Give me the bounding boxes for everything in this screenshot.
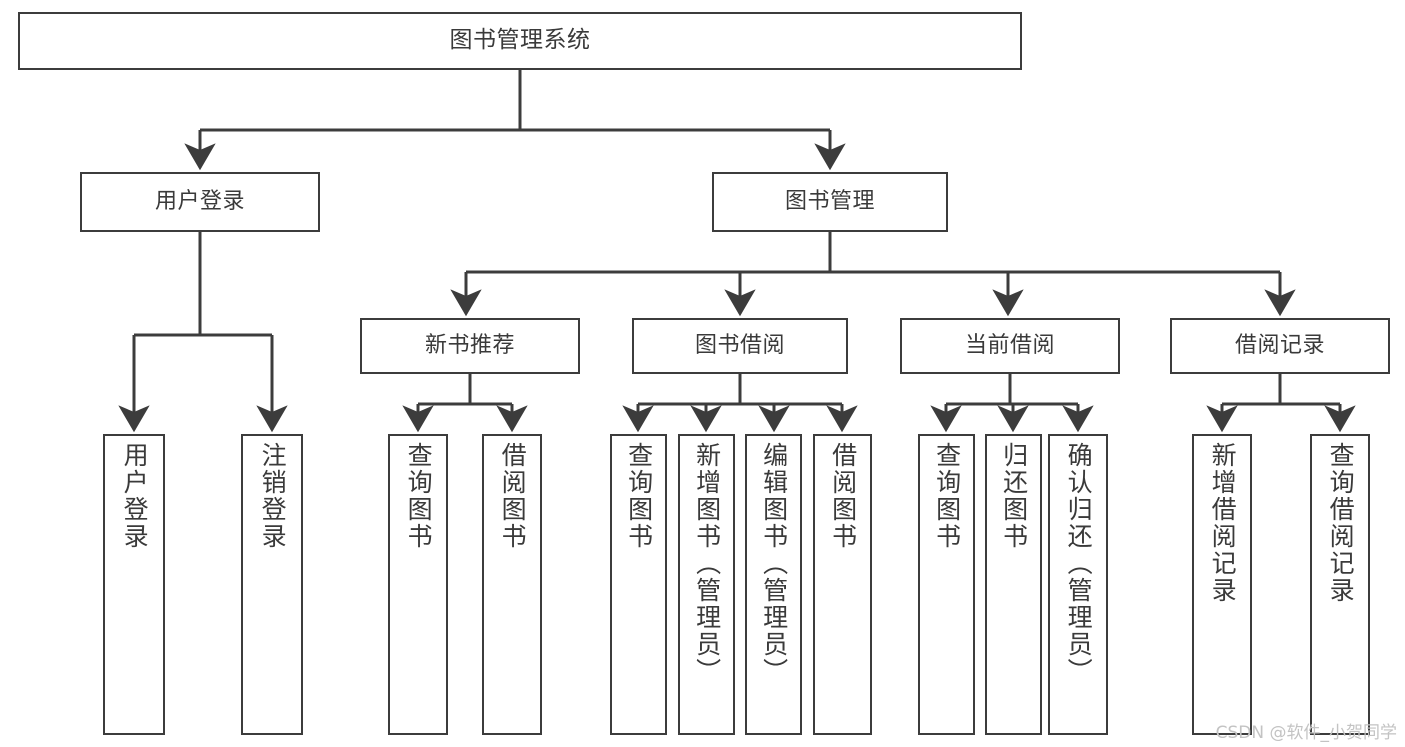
- node-book-manage[interactable]: 图书管理: [712, 172, 948, 232]
- node-leaf-add-book-bb[interactable]: 新增图书（管理员）: [678, 434, 735, 735]
- node-book-borrow-label: 图书借阅: [694, 333, 785, 359]
- node-book-manage-label: 图书管理: [784, 189, 875, 215]
- node-leaf-user-login-label: 用户登录: [120, 442, 150, 550]
- node-leaf-borrow-book-bb[interactable]: 借阅图书: [813, 434, 872, 735]
- node-leaf-query-record-br[interactable]: 查询借阅记录: [1310, 434, 1370, 735]
- node-user-login-label: 用户登录: [154, 189, 245, 215]
- node-leaf-user-logout[interactable]: 注销登录: [241, 434, 303, 735]
- node-leaf-add-record-br[interactable]: 新增借阅记录: [1192, 434, 1252, 735]
- node-leaf-edit-book-bb-label: 编辑图书（管理员）: [759, 442, 789, 685]
- node-leaf-query-book-cb[interactable]: 查询图书: [918, 434, 975, 735]
- node-leaf-user-login[interactable]: 用户登录: [103, 434, 165, 735]
- node-leaf-return-book-cb-label: 归还图书: [999, 442, 1029, 550]
- node-leaf-edit-book-bb[interactable]: 编辑图书（管理员）: [745, 434, 802, 735]
- node-user-login[interactable]: 用户登录: [80, 172, 320, 232]
- node-leaf-query-book-bb[interactable]: 查询图书: [610, 434, 667, 735]
- node-leaf-query-record-br-label: 查询借阅记录: [1326, 442, 1356, 604]
- node-leaf-add-record-br-label: 新增借阅记录: [1208, 442, 1238, 604]
- node-current-borrow-label: 当前借阅: [964, 333, 1055, 359]
- node-new-book-rec-label: 新书推荐: [424, 333, 515, 359]
- node-leaf-return-book-cb[interactable]: 归还图书: [985, 434, 1042, 735]
- node-leaf-confirm-return-cb-label: 确认归还（管理员）: [1064, 442, 1094, 685]
- node-root-label: 图书管理系统: [449, 27, 591, 54]
- node-leaf-query-book-rec[interactable]: 查询图书: [388, 434, 448, 735]
- node-root[interactable]: 图书管理系统: [18, 12, 1022, 70]
- node-new-book-rec[interactable]: 新书推荐: [360, 318, 580, 374]
- watermark-text: CSDN @软件_小贺同学: [1215, 723, 1397, 743]
- node-current-borrow[interactable]: 当前借阅: [900, 318, 1120, 374]
- node-leaf-query-book-cb-label: 查询图书: [932, 442, 962, 550]
- node-leaf-add-book-bb-label: 新增图书（管理员）: [692, 442, 722, 685]
- node-borrow-record-label: 借阅记录: [1234, 333, 1325, 359]
- node-leaf-borrow-book-rec[interactable]: 借阅图书: [482, 434, 542, 735]
- node-leaf-borrow-book-rec-label: 借阅图书: [498, 442, 528, 550]
- node-book-borrow[interactable]: 图书借阅: [632, 318, 848, 374]
- node-leaf-confirm-return-cb[interactable]: 确认归还（管理员）: [1048, 434, 1108, 735]
- node-borrow-record[interactable]: 借阅记录: [1170, 318, 1390, 374]
- node-leaf-borrow-book-bb-label: 借阅图书: [828, 442, 858, 550]
- node-leaf-query-book-bb-label: 查询图书: [624, 442, 654, 550]
- node-leaf-query-book-rec-label: 查询图书: [404, 442, 434, 550]
- node-leaf-user-logout-label: 注销登录: [258, 442, 288, 550]
